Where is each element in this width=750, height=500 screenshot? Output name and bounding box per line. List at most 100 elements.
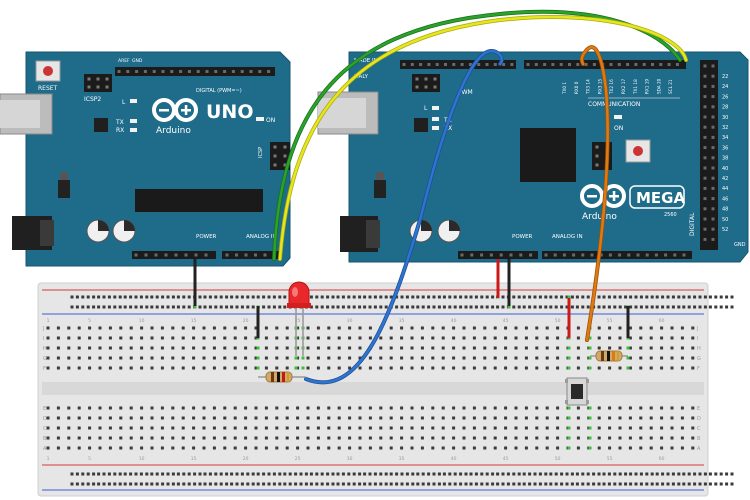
breadboard-hole (160, 336, 164, 340)
mega-analog-pin (618, 253, 622, 257)
mega-pwm-pin (427, 63, 431, 66)
rail-hole (214, 305, 218, 309)
wire-orange[interactable] (580, 45, 609, 342)
rail-hole (219, 295, 223, 299)
mega-regulator (374, 180, 386, 198)
mega-model-sub: 2560 (664, 212, 677, 218)
rail-hole (272, 305, 276, 309)
uno-reset-cap (43, 66, 53, 76)
rail-hole (533, 482, 537, 486)
column-number-top: 40 (451, 318, 457, 324)
breadboard-hole (212, 416, 216, 420)
breadboard-hole (649, 436, 653, 440)
rail-hole (586, 295, 590, 299)
breadboard-hole (576, 336, 580, 340)
wire-blue[interactable] (304, 49, 503, 384)
rail-hole (256, 472, 260, 476)
rail-hole (719, 482, 723, 486)
breadboard-hole (535, 366, 539, 370)
breadboard-hole (368, 326, 372, 330)
breadboard-hole (576, 346, 580, 350)
breadboard-hole (337, 346, 341, 350)
breadboard-hole (680, 326, 684, 330)
pushbutton[interactable] (565, 377, 589, 406)
uno-digital-pin (196, 70, 200, 73)
breadboard-hole (524, 436, 528, 440)
uno-digital-pin (258, 70, 262, 73)
rail-hole (347, 305, 351, 309)
breadboard-hole (535, 416, 539, 420)
breadboard-hole (285, 336, 289, 340)
mega-on-label: ON (614, 125, 623, 132)
breadboard-hole (472, 336, 476, 340)
breadboard-hole (420, 436, 424, 440)
breadboard-hole (306, 336, 310, 340)
rail-hole (187, 305, 191, 309)
breadboard-hole (202, 356, 206, 360)
rail-hole (294, 482, 298, 486)
rail-hole (368, 482, 372, 486)
breadboard-hole (358, 336, 362, 340)
rail-hole (597, 295, 601, 299)
resistor-button[interactable] (590, 350, 628, 362)
rail-hole (459, 472, 463, 476)
breadboard-hole (181, 436, 185, 440)
breadboard-hole (379, 366, 383, 370)
breadboard-hole (202, 446, 206, 450)
breadboard-hole (88, 336, 92, 340)
row-letter-right: D (697, 416, 701, 422)
mega-comm-header (524, 60, 686, 69)
mega-comm-pin (609, 63, 613, 66)
breadboard-hole (327, 416, 331, 420)
rail-hole (517, 482, 521, 486)
breadboard-hole (108, 366, 112, 370)
connected-hole (256, 346, 260, 350)
breadboard-hole (452, 406, 456, 410)
rail-hole (549, 472, 553, 476)
breadboard-hole (108, 426, 112, 430)
rail-hole (240, 305, 244, 309)
row-letter-left: B (43, 436, 47, 442)
breadboard-hole (46, 346, 50, 350)
rail-hole (677, 472, 681, 476)
mega-comm-pin (534, 63, 538, 66)
rail-hole (187, 472, 191, 476)
resistor-led[interactable] (258, 371, 306, 383)
rail-hole (182, 305, 186, 309)
breadboard-hole (202, 426, 206, 430)
rail-hole (448, 305, 452, 309)
rail-hole (81, 305, 85, 309)
rail-hole (161, 472, 165, 476)
breadboard-hole (618, 366, 622, 370)
rail-hole (459, 295, 463, 299)
mega-pwm-label: PWM (458, 89, 473, 96)
uno-digital-pin (231, 70, 235, 73)
led-component[interactable] (287, 281, 311, 356)
uno-tx-led (130, 119, 137, 123)
breadboard-hole (400, 426, 404, 430)
breadboard-hole (129, 336, 133, 340)
breadboard-hole (129, 366, 133, 370)
rail-hole (703, 472, 707, 476)
breadboard-hole (524, 356, 528, 360)
breadboard-hole (171, 426, 175, 430)
uno-digital-pin (214, 70, 218, 73)
breadboard-hole (379, 436, 383, 440)
rail-hole (150, 305, 154, 309)
breadboard-hole (670, 426, 674, 430)
mega-comm-pin (543, 63, 547, 66)
breadboard-hole (337, 406, 341, 410)
breadboard-hole (223, 436, 227, 440)
breadboard-hole (181, 326, 185, 330)
rail-hole (560, 472, 564, 476)
breadboard-hole (545, 436, 549, 440)
rail-hole (161, 482, 165, 486)
wire-yellow[interactable] (278, 15, 688, 261)
breadboard-hole (524, 406, 528, 410)
breadboard-hole (223, 446, 227, 450)
uno-on-led (256, 117, 264, 121)
breadboard-hole (524, 346, 528, 350)
rail-hole (602, 482, 606, 486)
breadboard-hole (316, 356, 320, 360)
breadboard-hole (379, 346, 383, 350)
